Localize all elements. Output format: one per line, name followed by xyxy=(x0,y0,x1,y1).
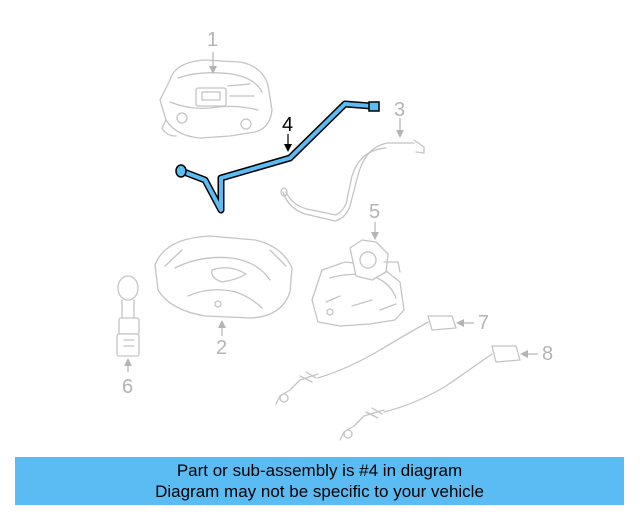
callout-3: 3 xyxy=(394,99,406,121)
callout-5: 5 xyxy=(369,201,381,223)
part-2-shield xyxy=(154,235,293,319)
banner-line-disclaimer: Diagram may not be specific to your vehi… xyxy=(155,482,484,501)
part-1-cover-assembly xyxy=(159,59,273,139)
callout-6: 6 xyxy=(122,376,134,398)
callout-8: 8 xyxy=(542,343,554,365)
callout-1: 1 xyxy=(207,29,219,51)
part-8-sensor xyxy=(339,345,521,441)
callout-7: 7 xyxy=(478,312,490,334)
part-5-valve xyxy=(311,239,405,327)
part-3-pipe xyxy=(280,139,425,222)
info-banner: Part or sub-assembly is #4 in diagram Di… xyxy=(15,457,624,505)
part-7-sensor xyxy=(275,315,457,405)
callout-4: 4 xyxy=(282,114,294,136)
callout-2: 2 xyxy=(216,337,228,359)
leader-lines xyxy=(124,52,538,372)
part-4-hose xyxy=(175,100,380,214)
part-6-connector xyxy=(116,275,140,357)
banner-line-part: Part or sub-assembly is #4 in diagram xyxy=(176,461,463,480)
